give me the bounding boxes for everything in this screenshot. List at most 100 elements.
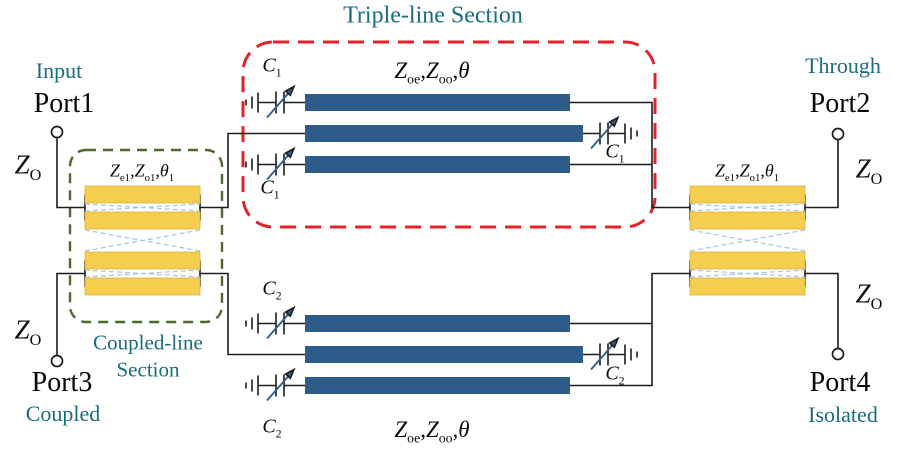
capacitor-plates-icon	[599, 122, 609, 145]
c-symbol: C	[605, 362, 619, 385]
c-symbol: C	[262, 415, 276, 438]
port4-terminal	[831, 347, 845, 361]
port-terminals	[50, 125, 845, 368]
triple-line-section-boundary	[241, 40, 657, 229]
port3-role-label: Coupled	[25, 401, 101, 426]
coupled-line-left-bar-1	[84, 185, 201, 204]
wire	[570, 272, 690, 387]
z-odd-subscript: oo	[438, 430, 453, 446]
z-odd-subscript: o1	[144, 172, 156, 185]
z0-label-port4: ZO	[855, 278, 883, 313]
z0-label-port1: ZO	[14, 149, 42, 183]
wire	[56, 272, 85, 356]
capacitor-plates-icon	[275, 91, 285, 114]
coupling-x-icon	[84, 269, 201, 278]
coupling-x-icon	[84, 229, 201, 252]
coupling-x-icon	[689, 269, 806, 278]
coupling-x-icon	[84, 203, 201, 212]
coupled-line-right	[689, 185, 806, 296]
z-even-subscript: e1	[119, 172, 131, 185]
capacitor-plates-icon	[275, 374, 285, 397]
wire	[805, 272, 839, 349]
z-even-subscript: oe	[407, 430, 421, 446]
c-subscript: 1	[618, 151, 625, 166]
z-even-symbol: Z	[109, 160, 120, 181]
coupled-line-impedance-label-left: Ze1,Zo1,θ1	[109, 160, 175, 185]
triple-line-bottom	[305, 315, 583, 394]
coupled-line-section-boundary	[68, 148, 224, 324]
port2-terminal	[831, 127, 845, 141]
capacitor-c2-top-left	[245, 306, 305, 340]
z0-label-port2: ZO	[856, 154, 883, 188]
c-symbol: C	[260, 176, 274, 199]
coupling-dashes	[84, 203, 806, 278]
triple-line-top-bar-2	[305, 125, 583, 142]
capacitor-c2-bottom-left	[245, 368, 305, 402]
triple-line-section-title: Triple-line Section	[343, 2, 523, 29]
theta-symbol: θ	[458, 417, 470, 442]
port4-role-label: Isolated	[808, 402, 878, 427]
wire	[570, 101, 690, 209]
coupled-line-left-bar-3	[84, 251, 201, 270]
ground-icon	[245, 375, 259, 396]
z-odd-symbol: Z	[425, 58, 439, 83]
comma: ,	[735, 160, 740, 181]
z0-subscript: O	[870, 294, 883, 313]
z-symbol: Z	[14, 149, 30, 180]
coupled-line-impedance-label-right: Ze1,Zo1,θ1	[714, 160, 779, 185]
comma: ,	[760, 160, 765, 181]
c2-label-right: C2	[605, 362, 624, 387]
triple-line-bottom-bar-2	[305, 346, 583, 363]
z0-label-port3: ZO	[15, 315, 42, 349]
coupled-line-section-label-line1: Coupled-line	[93, 330, 203, 355]
z-odd-subscript: o1	[749, 172, 761, 185]
ground-icon	[245, 92, 259, 113]
z0-subscript: O	[870, 169, 883, 188]
triple-line-bottom-bar-3	[305, 377, 570, 394]
comma: ,	[452, 417, 459, 442]
comma: ,	[155, 160, 160, 181]
capacitor-c1-bottom-left	[245, 147, 305, 181]
z-even-symbol: Z	[714, 160, 725, 181]
z0-subscript: O	[29, 330, 42, 349]
z-odd-symbol: Z	[134, 160, 145, 181]
comma: ,	[130, 160, 135, 181]
ground-icon	[245, 313, 259, 334]
c-subscript: 1	[273, 187, 280, 202]
c-subscript: 2	[275, 288, 282, 303]
capacitor-plates-icon	[599, 343, 609, 366]
z-even-subscript: oe	[407, 71, 421, 87]
theta-symbol: θ	[458, 58, 470, 83]
z-even-subscript: e1	[724, 172, 736, 185]
triple-line-top-bar-1	[305, 94, 570, 111]
wire	[56, 137, 85, 209]
wire	[805, 139, 839, 209]
coupled-line-right-bar-2	[689, 211, 806, 230]
theta-subscript: 1	[168, 172, 175, 185]
coupled-line-section-label: Coupled-line Section	[93, 330, 203, 385]
z-odd-symbol: Z	[425, 417, 439, 442]
coupled-line-right-bar-1	[689, 185, 806, 204]
coupled-line-left-bar-2	[84, 211, 201, 230]
ground-icon	[245, 154, 259, 175]
c1-label-bottom-left: C1	[260, 176, 280, 202]
port3-label: Port3	[31, 367, 93, 398]
theta-symbol: θ	[764, 160, 774, 181]
c-symbol: C	[605, 140, 619, 163]
z-symbol: Z	[855, 278, 871, 309]
port1-label: Port1	[33, 88, 95, 119]
capacitor-c1-top-left	[245, 85, 305, 119]
z-odd-subscript: oo	[438, 71, 453, 87]
wire	[200, 272, 305, 356]
capacitors	[245, 85, 638, 402]
coupling-x-icon	[689, 203, 806, 212]
capacitor-plates-icon	[275, 153, 285, 176]
comma: ,	[420, 58, 426, 83]
c-subscript: 1	[275, 65, 282, 80]
coupled-line-left-bar-4	[84, 277, 201, 296]
capacitor-c2-right	[583, 337, 638, 371]
port1-terminal	[50, 125, 64, 139]
port2-label: Port2	[809, 88, 871, 119]
port2-role-label: Through	[805, 53, 881, 78]
